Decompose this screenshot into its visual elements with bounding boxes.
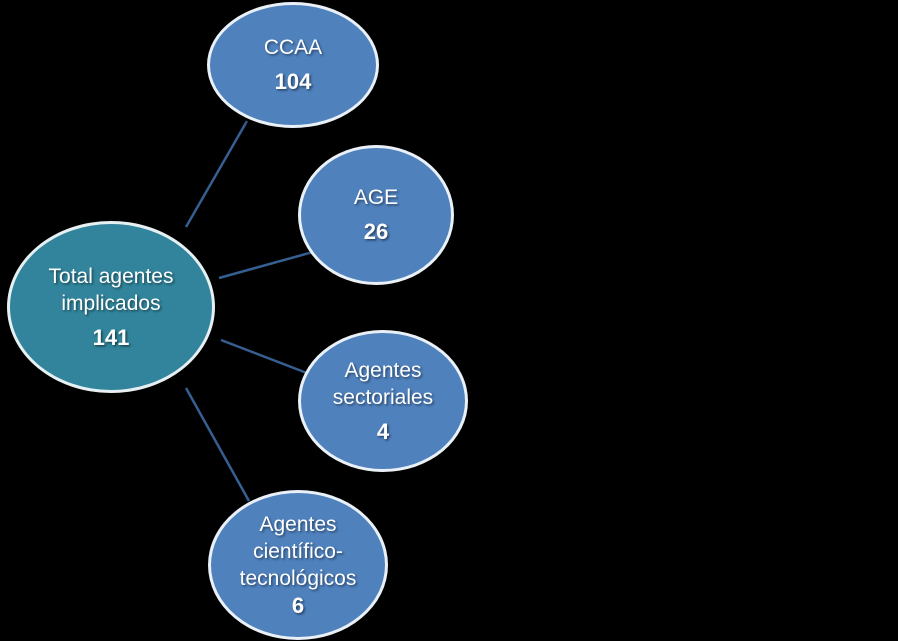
node-ccaa-value: 104 [274, 69, 312, 95]
connector-total-age [218, 250, 314, 280]
node-agentes-sectoriales-label: Agentes sectoriales [332, 358, 434, 409]
node-total-agentes-label: Total agentes implicados [48, 264, 174, 315]
node-agentes-sectoriales-value: 4 [376, 419, 390, 445]
node-agentes-cientifico-tecnologicos-label: Agentes científico-tecnológicos [239, 512, 357, 591]
node-agentes-cientifico-tecnologicos-value: 6 [291, 592, 305, 618]
connector-total-ccaa [184, 120, 249, 228]
node-ccaa: CCAA 104 [207, 2, 379, 128]
node-total-agentes: Total agentes implicados 141 [7, 221, 215, 393]
node-agentes-sectoriales: Agentes sectoriales 4 [298, 330, 468, 472]
node-agentes-cientifico-tecnologicos: Agentes científico-tecnológicos 6 [208, 490, 388, 640]
node-age-label: AGE [353, 186, 399, 210]
node-total-agentes-value: 141 [92, 325, 130, 351]
connector-total-sectoriales [220, 338, 313, 377]
node-ccaa-label: CCAA [263, 36, 323, 60]
node-age: AGE 26 [298, 145, 454, 285]
node-age-value: 26 [363, 219, 389, 245]
connector-total-cientifico [184, 387, 251, 502]
